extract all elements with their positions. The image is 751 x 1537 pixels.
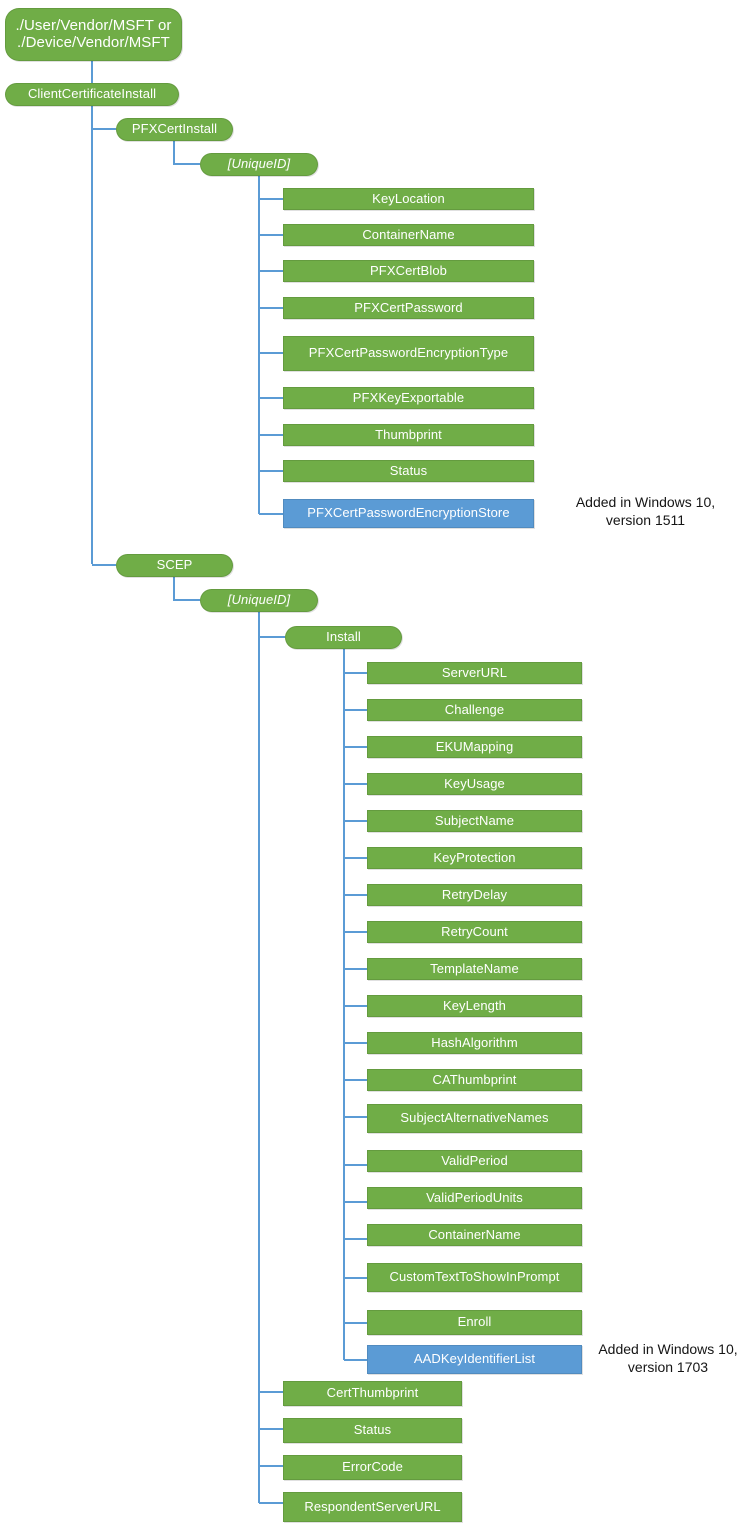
node-pfx-child-containername[interactable]: ContainerName [283, 224, 534, 246]
node-install-child-keyprotection[interactable]: KeyProtection [367, 847, 582, 869]
node-install-child-hashalgorithm[interactable]: HashAlgorithm [367, 1032, 582, 1054]
annotation-pfx-added-version: Added in Windows 10, version 1511 [575, 494, 716, 528]
node-install-child-customtexttoshowinprompt[interactable]: CustomTextToShowInPrompt [367, 1263, 582, 1292]
node-install-child-subjectalternativenames[interactable]: SubjectAlternativeNames [367, 1104, 582, 1133]
node-scep-child-status[interactable]: Status [283, 1418, 462, 1443]
node-root[interactable]: ./User/Vendor/MSFT or ./Device/Vendor/MS… [5, 8, 182, 61]
node-pfx-child-pfxcertblob[interactable]: PFXCertBlob [283, 260, 534, 282]
node-pfx-child-pfxcertpasswordencryptiontype[interactable]: PFXCertPasswordEncryptionType [283, 336, 534, 371]
node-scep-child-certthumbprint[interactable]: CertThumbprint [283, 1381, 462, 1406]
node-install-child-keylength[interactable]: KeyLength [367, 995, 582, 1017]
node-install-child-enroll[interactable]: Enroll [367, 1310, 582, 1335]
node-install-child-retrycount[interactable]: RetryCount [367, 921, 582, 943]
node-scep-unique-id[interactable]: [UniqueID] [200, 589, 318, 612]
node-client-certificate-install[interactable]: ClientCertificateInstall [5, 83, 179, 106]
node-install-child-validperiod[interactable]: ValidPeriod [367, 1150, 582, 1172]
node-install-child-retrydelay[interactable]: RetryDelay [367, 884, 582, 906]
node-install-child-serverurl[interactable]: ServerURL [367, 662, 582, 684]
node-install-child-keyusage[interactable]: KeyUsage [367, 773, 582, 795]
node-pfx-cert-install[interactable]: PFXCertInstall [116, 118, 233, 141]
node-install-child-subjectname[interactable]: SubjectName [367, 810, 582, 832]
node-pfx-child-status[interactable]: Status [283, 460, 534, 482]
node-pfx-child-thumbprint[interactable]: Thumbprint [283, 424, 534, 446]
node-install-child-validperiodunits[interactable]: ValidPeriodUnits [367, 1187, 582, 1209]
node-install-child-cathumbprint[interactable]: CAThumbprint [367, 1069, 582, 1091]
node-scep-child-errorcode[interactable]: ErrorCode [283, 1455, 462, 1480]
node-install-child-templatename[interactable]: TemplateName [367, 958, 582, 980]
node-pfx-child-keylocation[interactable]: KeyLocation [283, 188, 534, 210]
node-install-child-challenge[interactable]: Challenge [367, 699, 582, 721]
node-scep[interactable]: SCEP [116, 554, 233, 577]
node-scep-child-respondentserverurl[interactable]: RespondentServerURL [283, 1492, 462, 1522]
node-pfx-unique-id[interactable]: [UniqueID] [200, 153, 318, 176]
node-pfx-child-pfxkeyexportable[interactable]: PFXKeyExportable [283, 387, 534, 409]
node-install-child-containername[interactable]: ContainerName [367, 1224, 582, 1246]
annotation-aad-added-version: Added in Windows 10, version 1703 [598, 1341, 738, 1375]
node-pfx-child-pfxcertpassword[interactable]: PFXCertPassword [283, 297, 534, 319]
node-install-child-ekumapping[interactable]: EKUMapping [367, 736, 582, 758]
node-install-child-aadkeyidentifierlist[interactable]: AADKeyIdentifierList [367, 1345, 582, 1374]
node-pfx-child-pfxcertpasswordencryptionstore[interactable]: PFXCertPasswordEncryptionStore [283, 499, 534, 528]
node-install[interactable]: Install [285, 626, 402, 649]
